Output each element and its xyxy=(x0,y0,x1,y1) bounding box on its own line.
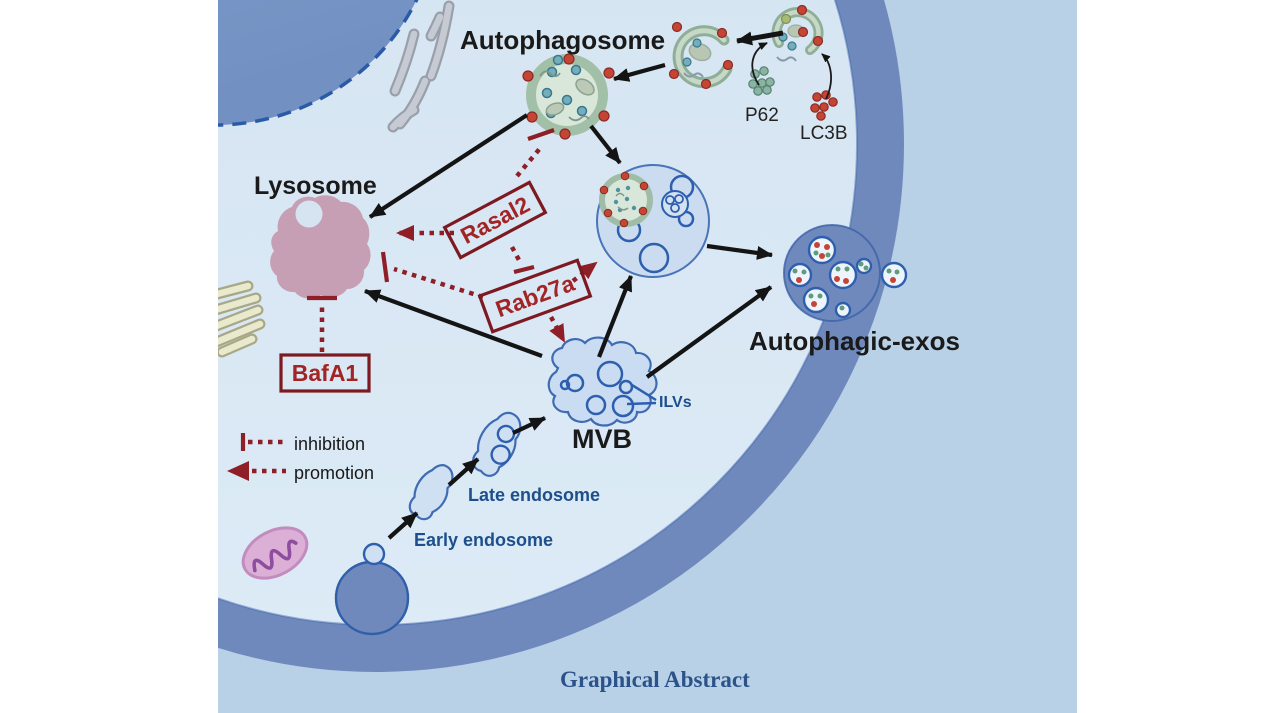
p62-label: P62 xyxy=(745,105,779,126)
nucleus xyxy=(218,0,419,127)
ilv-pointer-line xyxy=(626,401,657,406)
arrow-mvb-to-release xyxy=(645,285,773,379)
arrow-early-to-late-endosome xyxy=(447,457,480,487)
dash-rasal2-inhibits-autophagosome xyxy=(515,144,544,178)
bafa1-label: BafA1 xyxy=(292,360,359,386)
graphical-abstract-figure: Rasal2 Rab27a BafA1 Autophagosome Lysoso… xyxy=(218,0,1077,713)
early-endosome-label: Early endosome xyxy=(414,530,553,550)
ilvs-label: ILVs xyxy=(659,394,692,411)
dash-rasal2-inhibits-rab27a xyxy=(510,245,522,264)
autophagic-exos-label: Autophagic-exos xyxy=(749,326,960,356)
lysosome xyxy=(270,195,371,299)
bafa1-box: BafA1 xyxy=(279,353,371,393)
legend: inhibition promotion xyxy=(227,433,374,483)
phagophore-expanding xyxy=(668,21,734,90)
inhibition-bars xyxy=(307,128,555,301)
lysosome-label: Lysosome xyxy=(254,172,377,200)
cell-diagram: Rasal2 Rab27a BafA1 Autophagosome Lysoso… xyxy=(218,0,1077,713)
ilv-pointer-line xyxy=(631,383,657,402)
arrow-amphisome-to-release xyxy=(706,243,773,260)
endoplasmic-reticulum xyxy=(387,0,455,133)
endocytic-bud xyxy=(334,560,410,636)
legend-inhibition-label: inhibition xyxy=(294,434,365,454)
arrow-phagophore-maturation xyxy=(736,30,784,46)
endosome-pathway xyxy=(362,411,522,566)
arrow-late-endosome-to-mvb xyxy=(512,416,546,435)
autophagosome xyxy=(522,53,615,140)
arrow-autophagosome-to-lysosome xyxy=(368,113,529,219)
phagophore-nucleating xyxy=(771,4,824,62)
autophagic-exosomes xyxy=(787,235,908,319)
autophagosome-label: Autophagosome xyxy=(460,25,665,55)
mvb-label: MVB xyxy=(572,424,632,454)
late-endosome-label: Late endosome xyxy=(468,485,600,505)
amphisome xyxy=(596,164,710,278)
lysosome-notch xyxy=(295,200,323,228)
arrow-p62-to-phagophore xyxy=(751,42,768,86)
recruitment-arrows xyxy=(751,42,832,100)
endocytic-vesicle xyxy=(362,542,386,566)
lc3b-cluster xyxy=(810,90,838,121)
late-endosome xyxy=(472,411,522,477)
figure-caption: Graphical Abstract xyxy=(560,667,750,692)
mvb xyxy=(547,336,658,427)
ilv-vesicles xyxy=(559,360,635,418)
lc3b-dots-on-autophagosome xyxy=(522,53,615,140)
legend-promotion-arrowhead xyxy=(227,461,249,481)
dash-rab27a-promotes-mvb xyxy=(549,315,566,343)
mitochondria xyxy=(241,526,309,580)
golgi-apparatus xyxy=(218,280,266,358)
cell-membrane xyxy=(218,0,904,672)
arrow-mvb-to-amphisome xyxy=(597,275,633,358)
arrow-vesicle-to-early-endosome xyxy=(387,511,419,540)
regulatory-connectors xyxy=(307,128,598,352)
dash-rab27a-promotes-amphisome xyxy=(571,261,598,283)
legend-promotion-label: promotion xyxy=(294,463,374,483)
transport-arrows xyxy=(364,30,784,540)
arrow-lc3b-to-phagophore xyxy=(821,53,832,100)
amphisome-inner-autophagosome xyxy=(599,171,653,228)
arrow-autophagosome-to-amphisome xyxy=(589,124,622,165)
lc3b-label: LC3B xyxy=(800,123,848,144)
arrow-mvb-to-lysosome xyxy=(364,289,543,358)
arrow-phagophore-to-autophagosome xyxy=(613,62,666,82)
released-exosome xyxy=(880,261,908,289)
